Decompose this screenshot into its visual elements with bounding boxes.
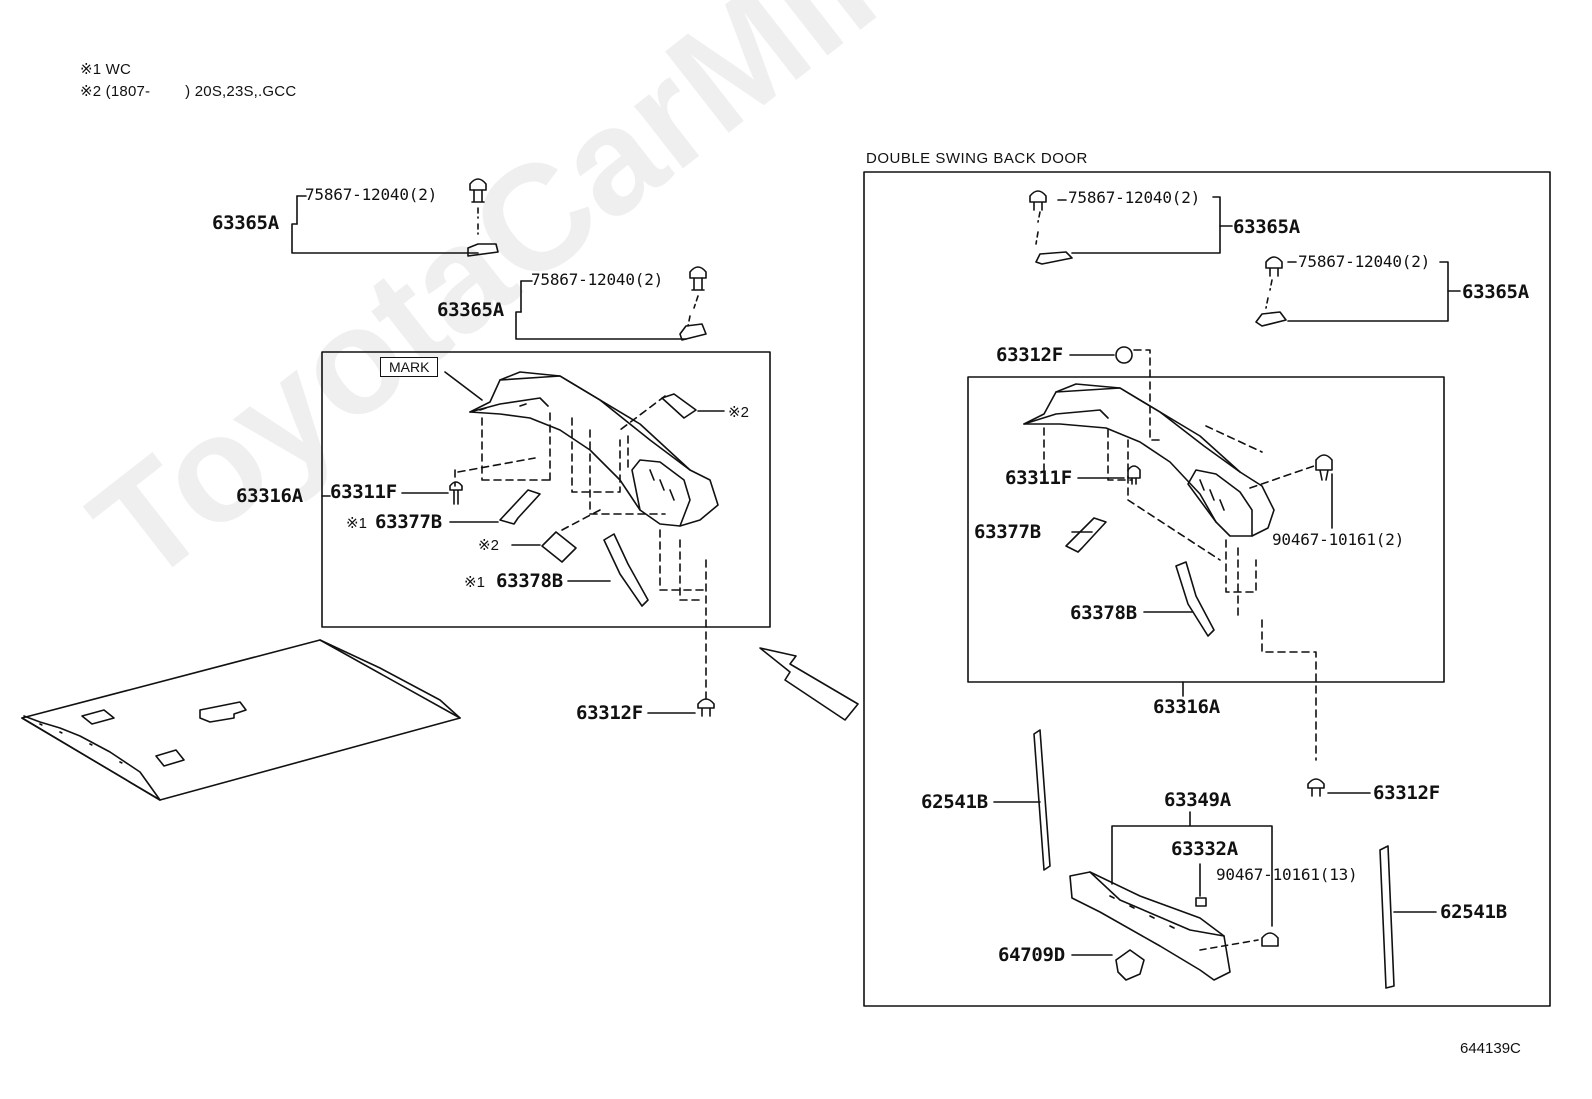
bracket-63365A-r1 <box>1071 196 1221 254</box>
strip-icon <box>1033 729 1051 871</box>
pad-icon <box>541 531 577 563</box>
part-ref-63365A[interactable]: 63365A <box>1233 216 1300 238</box>
screw-icon <box>697 698 715 717</box>
spoiler-part <box>1023 383 1275 537</box>
spoiler-part <box>469 371 719 527</box>
right-inner-box <box>967 376 1445 683</box>
roof-headliner-panel <box>21 639 461 801</box>
retainer-icon <box>467 243 499 257</box>
clip-icon <box>1265 256 1283 277</box>
part-ref-63316A[interactable]: 63316A <box>1153 696 1220 718</box>
grommet-icon <box>1115 346 1133 364</box>
brace-icon <box>1175 561 1215 637</box>
part-ref-63365A[interactable]: 63365A <box>437 299 504 321</box>
screw-icon <box>449 481 463 505</box>
part-number-75867-12040[interactable]: 75867-12040(2) <box>531 270 664 289</box>
part-ref-63365A[interactable]: 63365A <box>212 212 279 234</box>
clip-icon <box>1115 949 1145 981</box>
clip-icon <box>469 178 487 203</box>
diagram-id: 644139C <box>1460 1040 1521 1057</box>
part-ref-64709D[interactable]: 64709D <box>998 944 1065 966</box>
mark-label: MARK <box>380 357 439 377</box>
lower-garnish-part <box>1069 871 1231 981</box>
part-ref-63311F[interactable]: 63311F <box>330 481 397 503</box>
screw-icon <box>1315 454 1333 481</box>
retainer-icon <box>1255 311 1287 327</box>
part-ref-62541B[interactable]: 62541B <box>1440 901 1507 923</box>
screw-icon <box>1127 465 1141 485</box>
part-number-75867-12040[interactable]: 75867-12040(2) <box>1068 188 1201 207</box>
part-ref-63365A[interactable]: 63365A <box>1462 281 1529 303</box>
bracket-icon <box>499 489 541 525</box>
part-ref-63349A[interactable]: 63349A <box>1164 789 1231 811</box>
part-ref-63312F[interactable]: 63312F <box>996 344 1063 366</box>
right-section-box <box>863 171 1551 1007</box>
part-ref-63312F[interactable]: 63312F <box>1373 782 1440 804</box>
note-mark: ※2 <box>478 537 499 554</box>
note-mark: ※1 <box>346 515 367 532</box>
part-number-90467-10161[interactable]: 90467-10161(13) <box>1216 865 1358 884</box>
bracket-63349A <box>1111 811 1273 927</box>
clip-icon <box>1029 190 1047 211</box>
screw-icon <box>1261 932 1279 947</box>
part-number-90467-10161[interactable]: 90467-10161(2) <box>1272 530 1405 549</box>
strip-icon <box>1379 845 1395 989</box>
bracket-63365A-2 <box>515 311 687 340</box>
clip-icon <box>689 266 707 291</box>
part-ref-63316A[interactable]: 63316A <box>236 485 303 507</box>
part-ref-63377B[interactable]: 63377B <box>375 511 442 533</box>
part-number-75867-12040[interactable]: 75867-12040(2) <box>1298 252 1431 271</box>
retainer-icon <box>1035 251 1073 265</box>
footnote-1: ※1 WC <box>80 61 132 78</box>
clip-icon <box>1195 897 1207 907</box>
part-ref-63377B[interactable]: 63377B <box>974 521 1041 543</box>
screw-icon <box>1307 778 1325 797</box>
part-number-75867-12040[interactable]: 75867-12040(2) <box>305 185 438 204</box>
left-assembly-box <box>321 351 771 628</box>
part-ref-63378B[interactable]: 63378B <box>1070 602 1137 624</box>
retainer-icon <box>679 323 707 341</box>
pad-icon <box>661 393 697 419</box>
section-title: DOUBLE SWING BACK DOOR <box>866 150 1088 167</box>
part-ref-63312F[interactable]: 63312F <box>576 702 643 724</box>
bracket-icon <box>1065 517 1107 553</box>
part-ref-62541B[interactable]: 62541B <box>921 791 988 813</box>
bracket-63365A-1 <box>291 223 479 254</box>
part-ref-63332A[interactable]: 63332A <box>1171 838 1238 860</box>
brace-icon <box>603 533 649 607</box>
note-mark: ※1 <box>464 574 485 591</box>
part-ref-63378B[interactable]: 63378B <box>496 570 563 592</box>
direction-arrow <box>759 647 859 721</box>
part-ref-63311F[interactable]: 63311F <box>1005 467 1072 489</box>
note-mark: ※2 <box>728 404 749 421</box>
footnote-2: ※2 (1807- ) 20S,23S,.GCC <box>80 83 297 100</box>
